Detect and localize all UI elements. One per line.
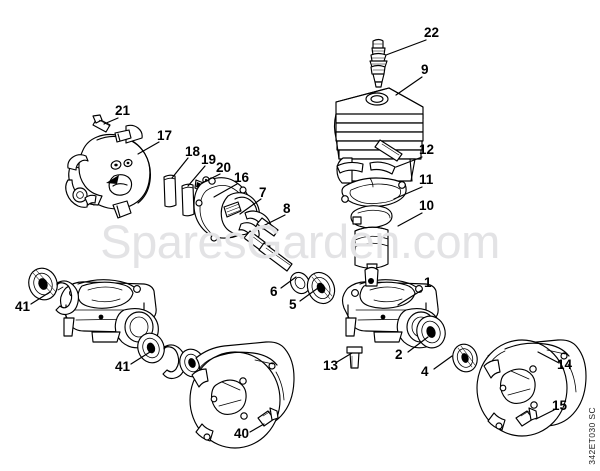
callout-41-mid: 41 <box>115 359 131 374</box>
group-clutch-housing <box>65 114 152 219</box>
screw-40 <box>257 407 279 427</box>
callout-12: 12 <box>419 142 435 157</box>
callout-20: 20 <box>216 160 232 175</box>
callout-7: 7 <box>259 185 267 200</box>
callout-21: 21 <box>115 103 131 118</box>
callout-1: 1 <box>424 275 432 290</box>
group-fan-housing-right-14 <box>476 339 587 437</box>
callout-2: 2 <box>395 347 403 362</box>
callout-22: 22 <box>424 25 440 40</box>
group-piston-ring-11 <box>350 205 393 229</box>
callout-17: 17 <box>157 128 173 143</box>
callout-5: 5 <box>289 297 297 312</box>
callout-8: 8 <box>283 201 291 216</box>
callout-15: 15 <box>552 398 568 413</box>
group-bearings-left-41 <box>28 267 80 316</box>
callout-16: 16 <box>234 170 250 185</box>
callout-11: 11 <box>419 172 434 187</box>
screw-13 <box>346 346 363 369</box>
callout-19: 19 <box>201 152 217 167</box>
callout-4: 4 <box>421 364 429 379</box>
callout-10: 10 <box>419 198 435 213</box>
group-crankcase-left-1b <box>59 279 159 349</box>
callout-40: 40 <box>234 426 250 441</box>
group-cylinder-gasket-12 <box>341 177 407 208</box>
callout-13: 13 <box>323 358 339 373</box>
group-spark-plug-22 <box>369 38 388 88</box>
leader-lines <box>30 39 560 433</box>
group-fan-housing-left-14b <box>189 341 295 449</box>
callout-14: 14 <box>557 357 573 372</box>
reference-code-label: 342ET030 SC <box>587 407 597 465</box>
callout-18: 18 <box>185 144 201 159</box>
callout-41-left: 41 <box>15 299 31 314</box>
callout-9: 9 <box>421 62 429 77</box>
callout-6: 6 <box>270 284 278 299</box>
screw-21 <box>92 114 111 133</box>
group-crankshaft-7-8 <box>220 192 336 305</box>
group-cylinder-9 <box>333 87 424 184</box>
